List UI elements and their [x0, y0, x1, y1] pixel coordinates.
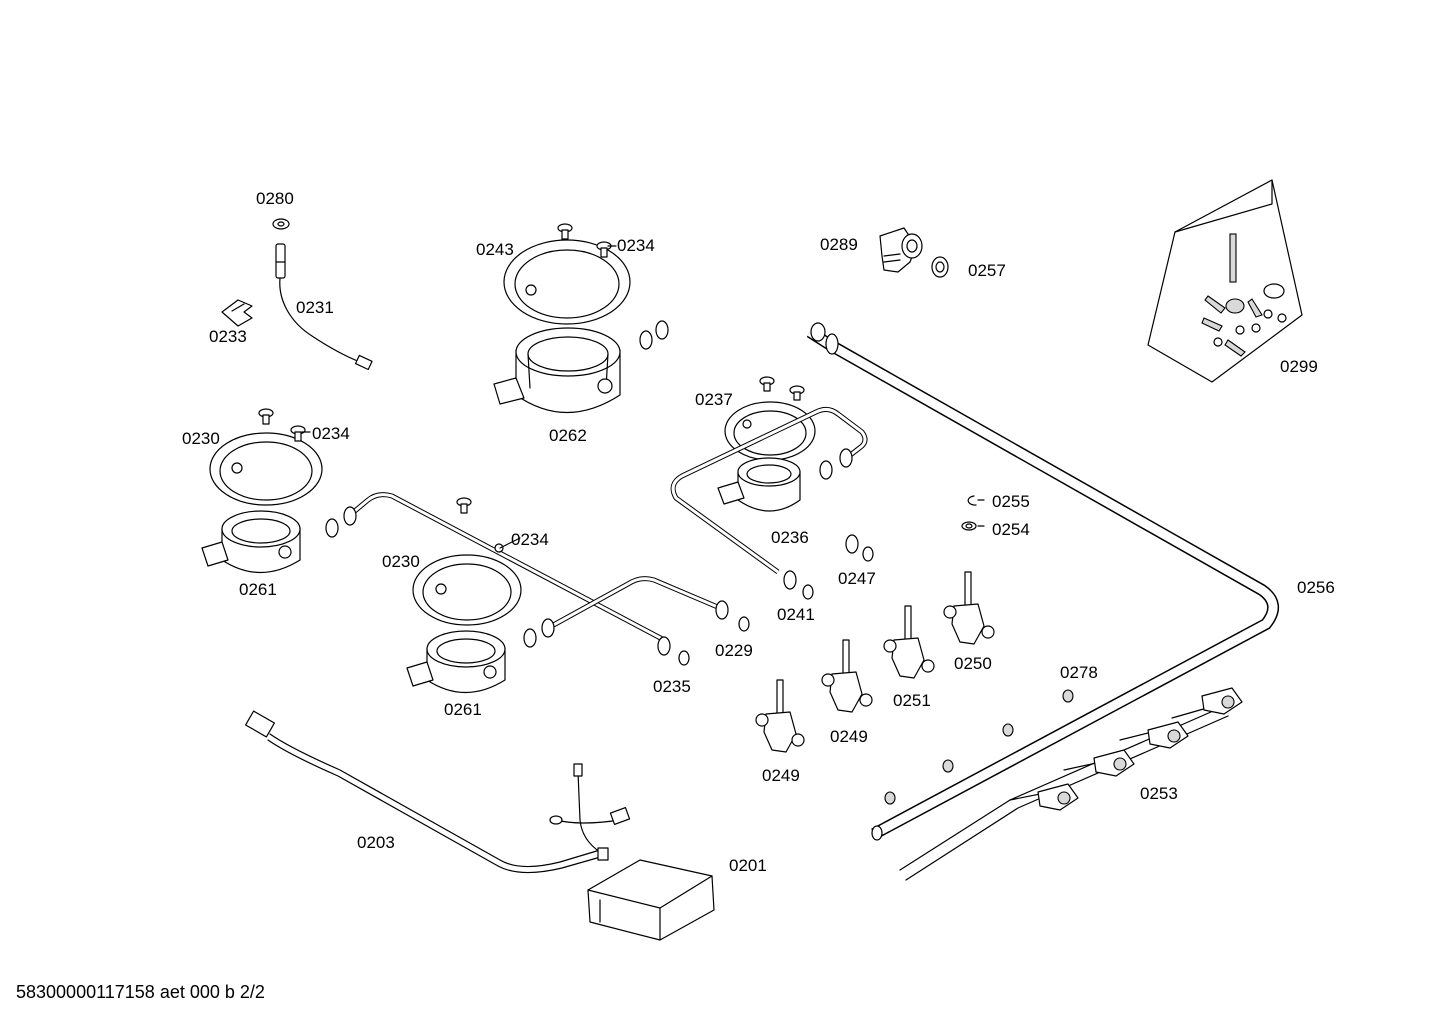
label-0237: 0237 — [695, 390, 733, 409]
part-0255-0254-clips — [961, 495, 977, 531]
label-0289: 0289 — [820, 235, 858, 254]
label-0280: 0280 — [256, 189, 294, 208]
part-0201-ignition-module — [587, 859, 715, 941]
label-0250: 0250 — [954, 654, 992, 673]
label-0230-left: 0230 — [182, 429, 220, 448]
part-0243-ring — [503, 239, 631, 325]
label-0261-left: 0261 — [239, 580, 277, 599]
label-0203: 0203 — [357, 833, 395, 852]
label-0233: 0233 — [209, 327, 247, 346]
part-0203-cable-harness — [245, 710, 631, 874]
part-0230-ring-left — [209, 408, 323, 506]
part-0262-burner-base — [493, 327, 621, 413]
part-0231-thermocouple — [275, 243, 373, 371]
label-0201: 0201 — [729, 856, 767, 875]
label-0235: 0235 — [653, 677, 691, 696]
label-0249-right: 0249 — [830, 727, 868, 746]
part-0278-nuts — [884, 689, 1074, 805]
label-0243: 0243 — [476, 240, 514, 259]
label-0234-left: 0234 — [312, 424, 350, 443]
label-0256: 0256 — [1297, 578, 1335, 597]
label-0251: 0251 — [893, 691, 931, 710]
part-0230-ring-lower — [412, 497, 522, 626]
part-0280-washer — [272, 218, 290, 230]
part-labels: 0280 0231 0233 0243 0234 0262 0289 0257 … — [182, 189, 1335, 875]
part-0233-clip — [221, 299, 253, 327]
part-0299-accessory-bag — [1147, 179, 1303, 383]
label-0254: 0254 — [992, 520, 1030, 539]
label-0236: 0236 — [771, 528, 809, 547]
part-0261-burner-base-left — [201, 510, 301, 574]
label-0234-top: 0234 — [617, 236, 655, 255]
label-0261-lower: 0261 — [444, 700, 482, 719]
gas-pipes — [325, 312, 1279, 841]
part-0236-burner-base — [717, 457, 801, 512]
label-0255: 0255 — [992, 492, 1030, 511]
part-0257-gasket — [931, 256, 949, 278]
gas-valves — [755, 571, 995, 753]
label-0247: 0247 — [838, 569, 876, 588]
label-0241: 0241 — [777, 605, 815, 624]
part-0289-elbow-fitting — [879, 227, 923, 273]
document-code: 58300000117158 aet 000 b 2/2 — [16, 982, 265, 1002]
label-0231: 0231 — [296, 298, 334, 317]
label-0234-middle: 0234 — [511, 530, 549, 549]
part-0261-burner-base-lower — [406, 630, 506, 694]
label-0257: 0257 — [968, 261, 1006, 280]
screw-icon — [557, 223, 612, 258]
label-0249-left: 0249 — [762, 766, 800, 785]
leader-lines — [301, 245, 985, 549]
label-0278: 0278 — [1060, 663, 1098, 682]
label-0229: 0229 — [715, 641, 753, 660]
label-0299: 0299 — [1280, 357, 1318, 376]
label-0253: 0253 — [1140, 784, 1178, 803]
label-0262: 0262 — [549, 426, 587, 445]
part-0237-ring — [724, 376, 816, 461]
part-0253-ignition-switches — [899, 687, 1243, 881]
label-0230-lower: 0230 — [382, 552, 420, 571]
